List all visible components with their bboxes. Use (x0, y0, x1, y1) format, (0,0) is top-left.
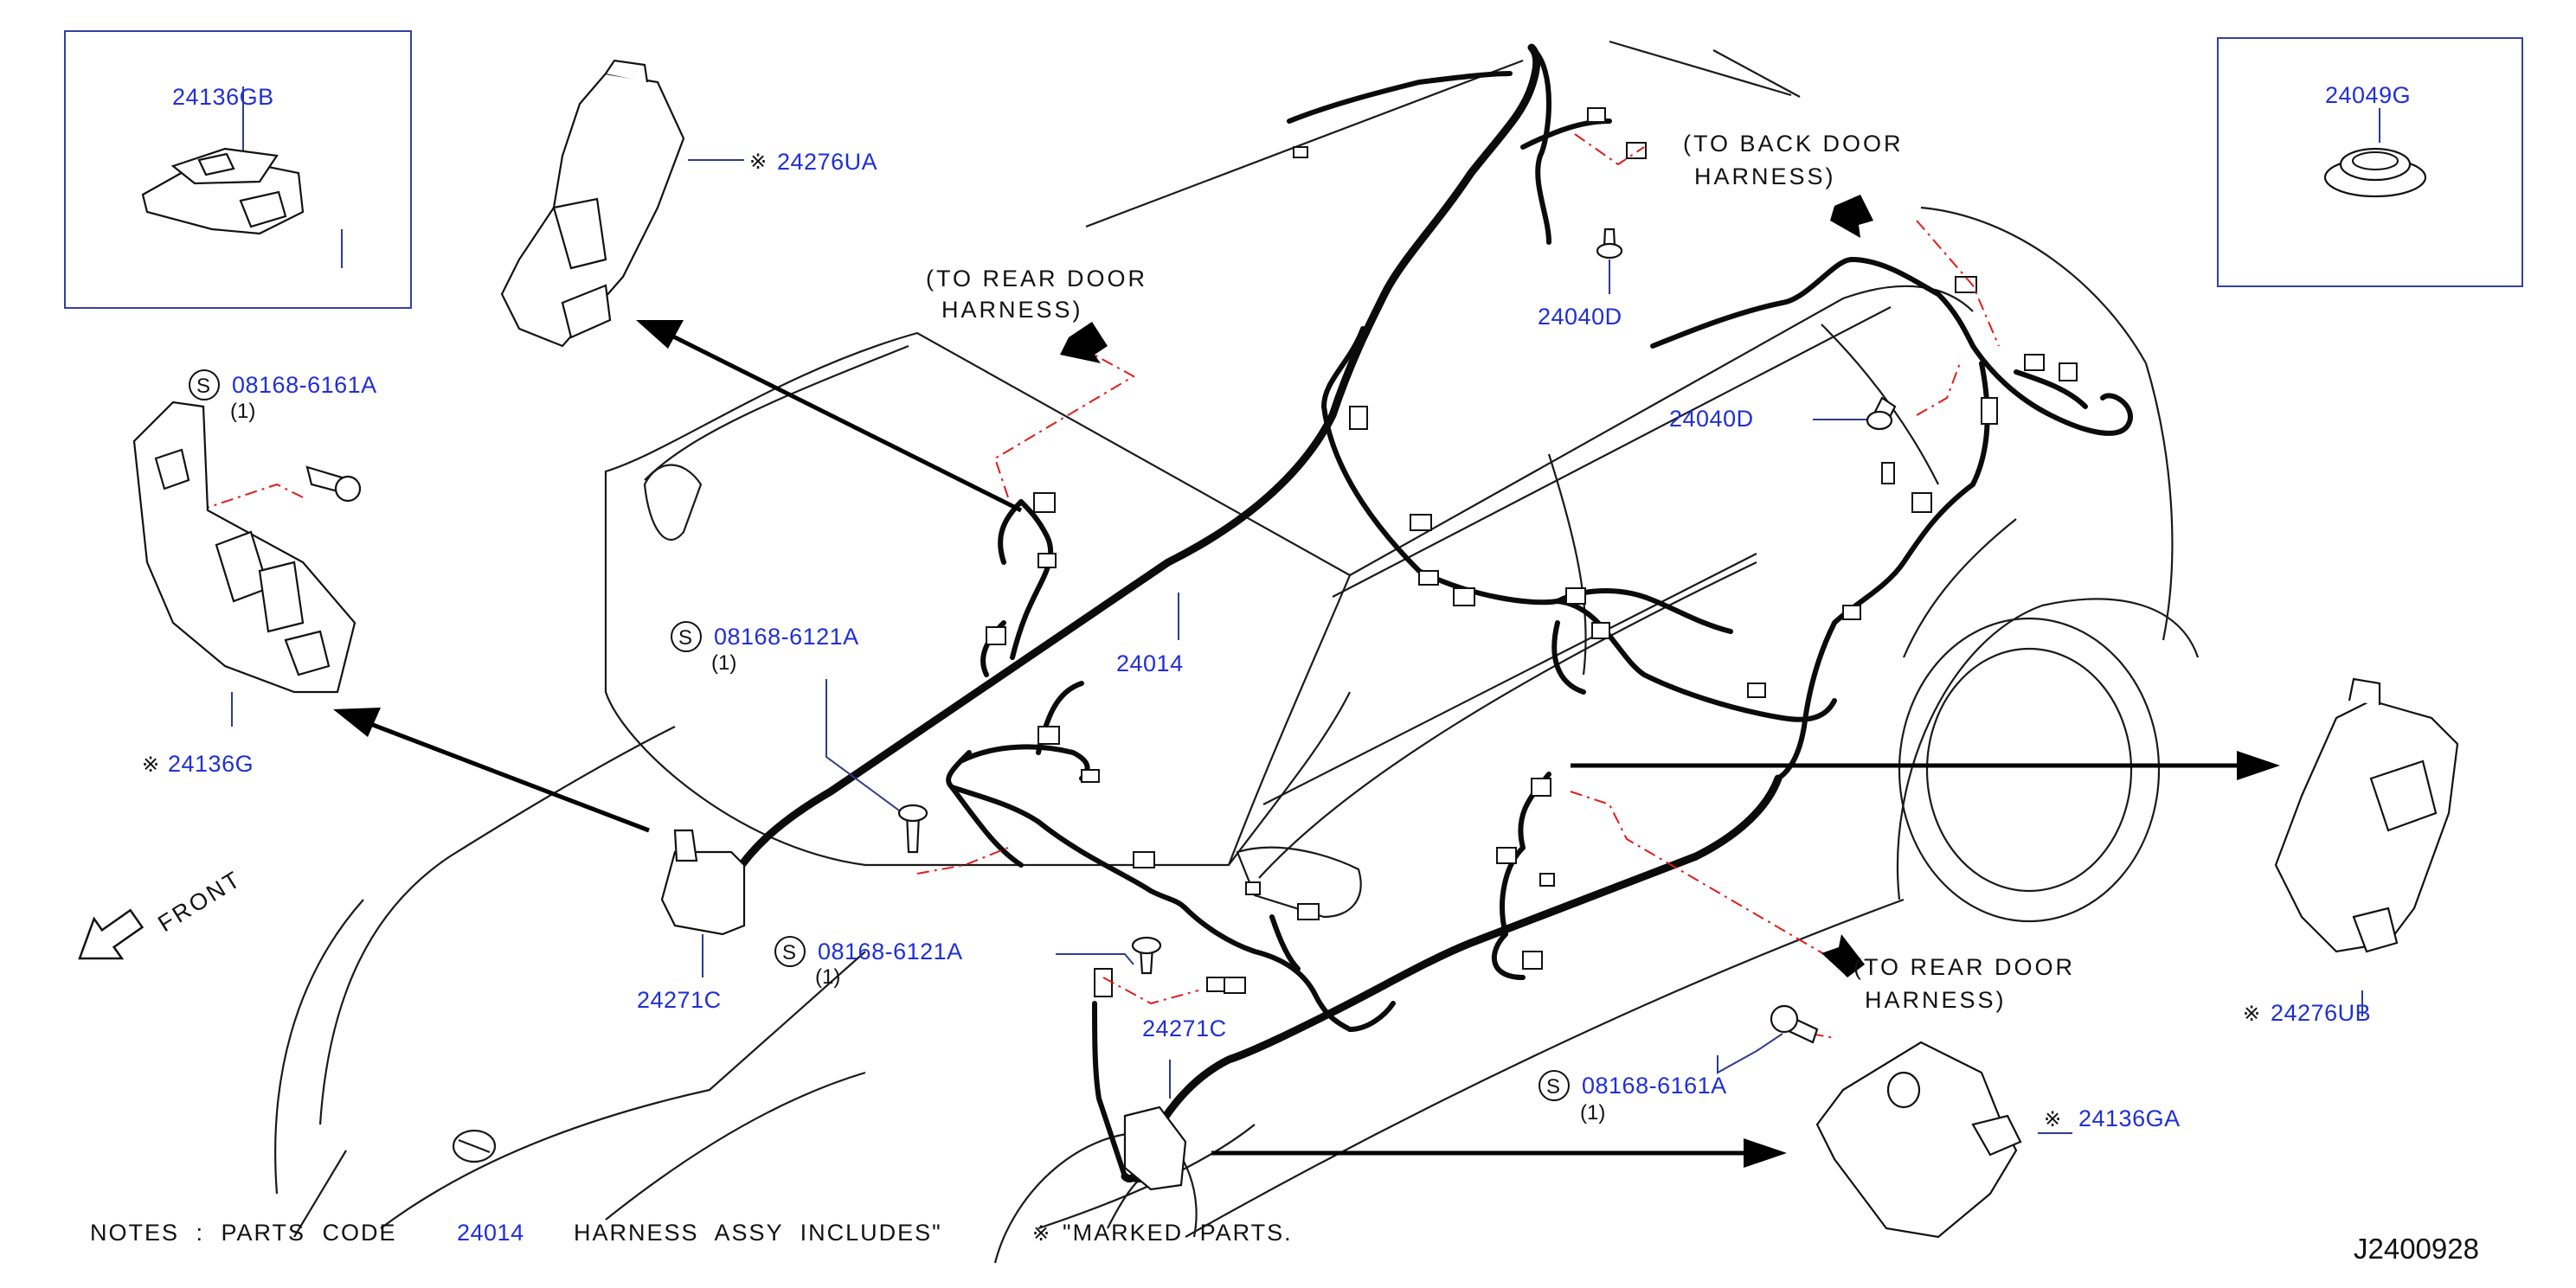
label-08168-6121A-low: 08168-6121A (818, 939, 963, 964)
std-symbol: S (782, 941, 796, 964)
label-08168-6121A-mid: 08168-6121A (714, 624, 859, 650)
label-08168-6161A-low: 08168-6161A (1582, 1073, 1727, 1099)
arrow-head-icon (333, 708, 381, 737)
qty-08168-6121A-mid: (1) (711, 651, 736, 675)
bracket-part-24136G (132, 400, 357, 694)
notes-line: NOTES : PARTS CODE 24014 HARNESS ASSY IN… (90, 1220, 1293, 1246)
arrow-head-icon (2237, 751, 2280, 780)
qty-08168-6161A-low: (1) (1580, 1101, 1605, 1125)
label-08168-6161A-top: 08168-6161A (232, 372, 377, 398)
connector-part-24136GB (141, 147, 305, 235)
clip-part-24040D-top (1596, 227, 1623, 260)
label-24014: 24014 (1116, 650, 1184, 676)
note-rear-door-top-1: (TO REAR DOOR (926, 266, 1147, 292)
bolt-part-08168-6161A-low (1770, 1004, 1819, 1044)
harness-connectors (986, 107, 2078, 1169)
label-24136GB: 24136GB (172, 84, 274, 110)
cover-part-24271C-lower (1123, 1105, 1187, 1191)
mark-symbol-icon: ※ (749, 151, 767, 174)
arrow-head-icon (1060, 322, 1108, 363)
inset-box-left (64, 30, 412, 309)
direction-arrows (333, 195, 2280, 1168)
notes-code: 24014 (457, 1220, 524, 1246)
standard-part-circle-icon (671, 621, 702, 652)
bolt-part-08168-6121A-mid (897, 804, 928, 854)
arrow-head-icon (1830, 195, 1873, 238)
note-rear-door-low-2: HARNESS) (1865, 987, 2007, 1013)
label-24136GA: 24136GA (2078, 1105, 2181, 1131)
diagram-reference-number: J2400928 (2354, 1233, 2479, 1265)
notes-prefix: NOTES : PARTS CODE (90, 1220, 397, 1246)
notes-mark-icon: ※ (1032, 1222, 1050, 1246)
label-24040D-top: 24040D (1538, 304, 1622, 330)
std-symbol: S (678, 626, 692, 650)
label-24136G: 24136G (168, 751, 254, 777)
front-arrow-icon (78, 908, 145, 960)
qty-08168-6121A-low: (1) (815, 965, 840, 989)
bolt-part-08168-6161A-top (305, 465, 362, 503)
arrow-head-icon (1821, 934, 1865, 977)
note-rear-door-low-1: (TO REAR DOOR (1853, 954, 2075, 980)
clip-part-24040D-rear (1866, 396, 1897, 431)
qty-08168-6161A-top: (1) (230, 400, 255, 423)
callout-labels: 24136GB 24049G ※ 24276UA S 08168-6161A (… (142, 82, 2411, 1131)
mark-symbol-icon: ※ (2243, 1003, 2260, 1026)
bracket-part-24136GA (1815, 1041, 2022, 1239)
notes-suffix: "MARKED PARTS. (1063, 1220, 1293, 1246)
grommet-part-24049G (2323, 147, 2427, 198)
label-24271C-front: 24271C (637, 987, 722, 1013)
label-24276UA: 24276UA (777, 149, 877, 175)
standard-part-circle-icon (774, 936, 806, 967)
note-back-door-2: HARNESS) (1694, 163, 1836, 189)
mark-symbol-icon: ※ (142, 753, 159, 777)
note-rear-door-top-2: HARNESS) (941, 297, 1083, 323)
label-24271C-lower: 24271C (1142, 1016, 1227, 1041)
label-24040D-rear: 24040D (1669, 406, 1754, 432)
bracket-part-24276UA (500, 59, 685, 348)
arrow-head-icon (1744, 1138, 1787, 1168)
mark-symbol-icon: ※ (2044, 1108, 2061, 1131)
std-symbol: S (1546, 1075, 1560, 1099)
label-24276UB: 24276UB (2271, 1000, 2371, 1026)
notes-middle: HARNESS ASSY INCLUDES" (574, 1220, 942, 1246)
standard-part-circle-icon (1539, 1070, 1570, 1101)
bolt-part-08168-6121A-low (1131, 936, 1162, 975)
inset-box-right (2217, 37, 2523, 287)
note-back-door-1: (TO BACK DOOR (1683, 131, 1904, 157)
cover-part-24271C-front (660, 829, 746, 936)
arrow-head-icon (636, 320, 684, 349)
std-symbol: S (196, 375, 210, 398)
leader-lines (231, 87, 2380, 1134)
bracket-part-24276UB (2274, 677, 2459, 953)
standard-part-circle-icon (189, 369, 220, 400)
front-label: FRONT (153, 865, 246, 937)
label-24049G: 24049G (2325, 82, 2411, 108)
